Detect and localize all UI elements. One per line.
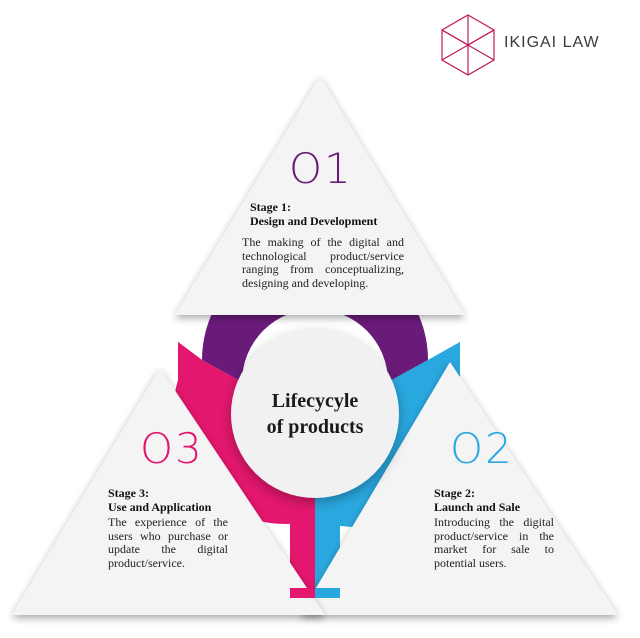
brand-logo: IKIGAI LAW	[438, 12, 628, 78]
stage-2-title: Stage 2: Launch and Sale	[434, 486, 521, 514]
stage-2-description: Introducing the digital product/service …	[434, 515, 554, 570]
stage-1-title: Stage 1: Design and Development	[250, 200, 378, 228]
stage-1-description: The making of the digital and technologi…	[242, 235, 404, 290]
center-circle	[231, 330, 399, 498]
triangle-stage-1	[175, 76, 465, 315]
brand-name: IKIGAI LAW	[504, 34, 600, 51]
stage-3-title: Stage 3: Use and Application	[108, 486, 212, 514]
stage-1-number: O1	[289, 144, 353, 193]
center-label: Lifecycyle of products	[266, 390, 364, 438]
triangle-stage-2	[300, 362, 618, 615]
stage-3-description: The experience of the users who purchase…	[108, 515, 228, 570]
triangle-stage-3	[12, 368, 325, 615]
stage-3-number: O3	[140, 424, 204, 473]
stage-2-number: O2	[450, 424, 514, 473]
ring-arm-left	[178, 342, 202, 380]
hexagon-logo-icon	[441, 14, 495, 76]
